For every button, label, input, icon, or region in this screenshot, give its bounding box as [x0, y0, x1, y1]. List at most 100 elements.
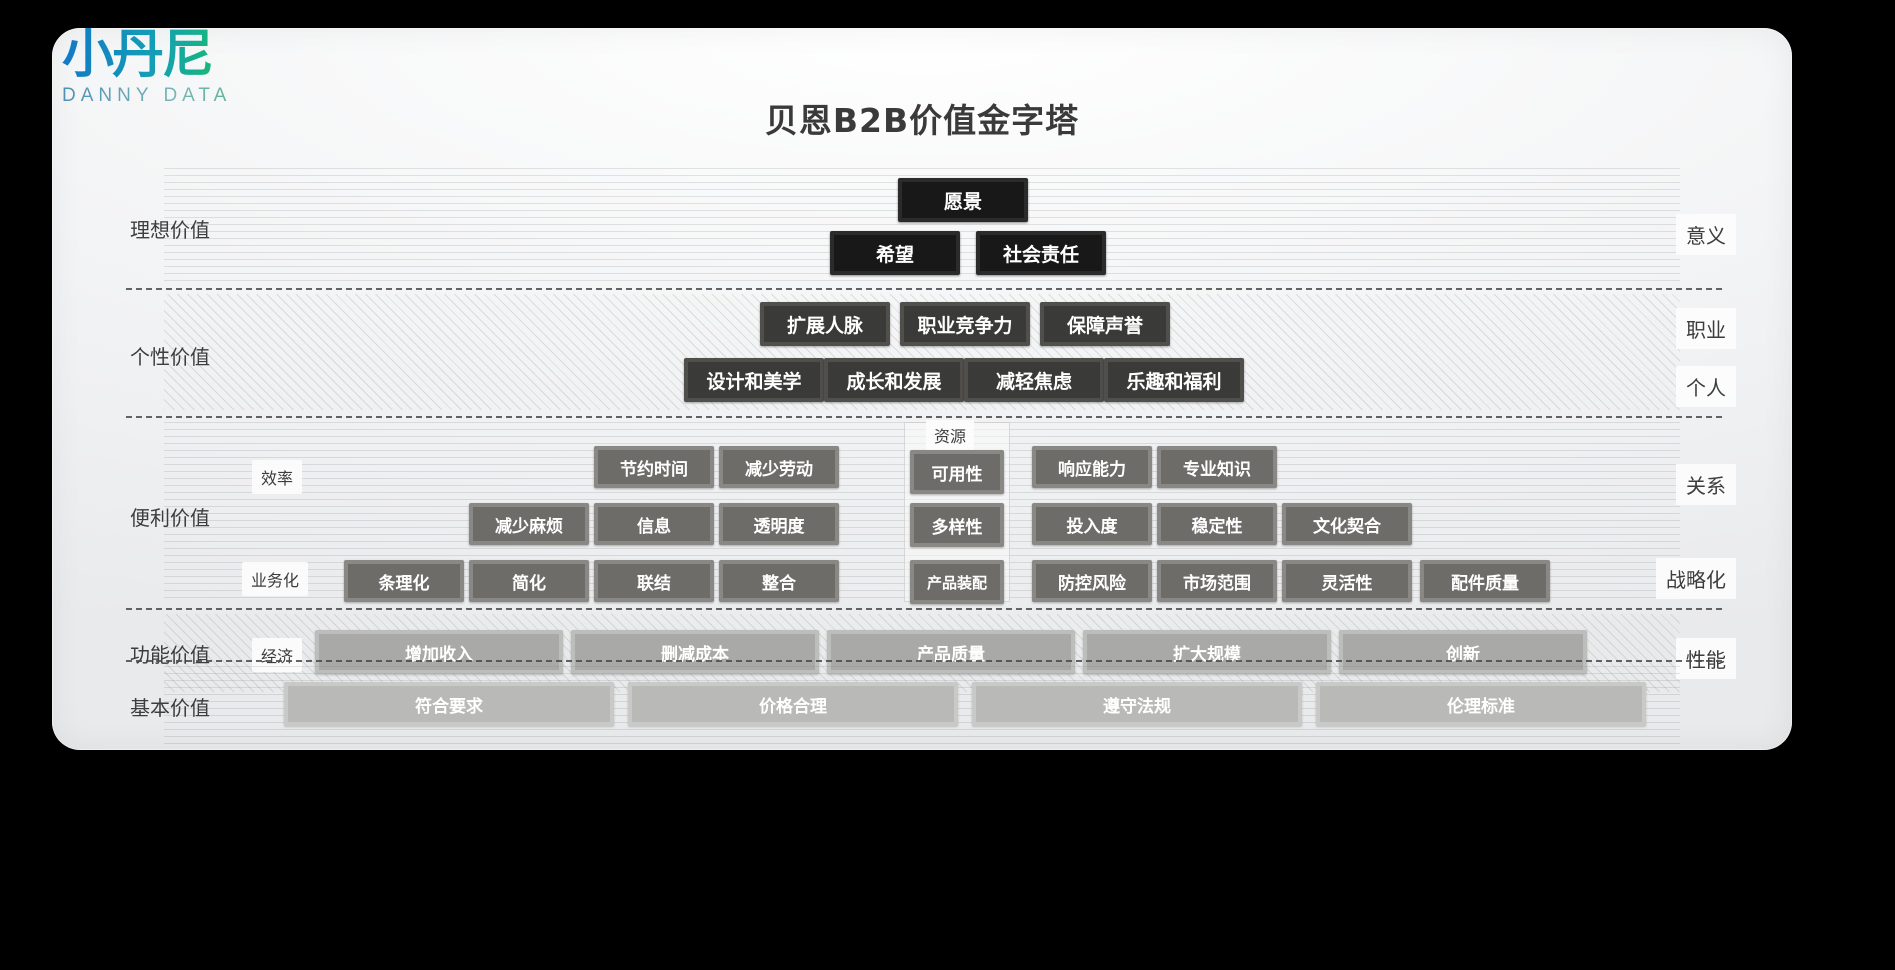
box-regulatory-compliance[interactable]: 遵守法规 — [972, 682, 1302, 726]
box-label: 文化契合 — [1313, 516, 1381, 537]
box-fun-benefits[interactable]: 乐趣和福利 — [1104, 358, 1244, 402]
box-label: 社会责任 — [1002, 243, 1079, 266]
tier-basic: 基本价值 符合要求 价格合理 遵守法规 伦理标准 — [52, 666, 1792, 746]
box-label: 专业知识 — [1183, 459, 1251, 480]
box-label: 稳定性 — [1191, 516, 1243, 537]
box-component-quality[interactable]: 配件质量 — [1420, 560, 1550, 602]
tier-basic-left-label: 基本价值 — [130, 696, 210, 720]
tier-functional-left-label: 功能价值 — [130, 643, 210, 667]
box-career-competitiveness[interactable]: 职业竞争力 — [900, 302, 1030, 346]
box-risk-control[interactable]: 防控风险 — [1032, 560, 1152, 602]
box-increase-revenue[interactable]: 增加收入 — [315, 630, 563, 674]
tier-ease-sublabel-operational: 业务化 — [242, 562, 309, 596]
box-market-reach[interactable]: 市场范围 — [1157, 560, 1277, 602]
box-label: 整合 — [762, 573, 796, 594]
box-label: 伦理标准 — [1447, 696, 1515, 717]
tier-ease-right-label-strategic: 战略化 — [1656, 558, 1736, 599]
box-stability[interactable]: 稳定性 — [1157, 503, 1277, 545]
box-label: 价格合理 — [759, 696, 827, 717]
box-label: 遵守法规 — [1103, 696, 1171, 717]
logo-wordmark: 小丹尼 — [62, 28, 292, 82]
box-expertise[interactable]: 专业知识 — [1157, 446, 1277, 488]
resources-column-label: 资源 — [926, 420, 975, 450]
logo-subtitle: DANNY DATA — [62, 84, 292, 108]
box-transparency[interactable]: 透明度 — [719, 503, 839, 545]
box-label: 愿景 — [943, 190, 982, 213]
box-vision[interactable]: 愿景 — [898, 178, 1028, 222]
divider-ideal-individual — [126, 288, 1722, 290]
box-reduce-hassle[interactable]: 减少麻烦 — [469, 503, 589, 545]
box-integration[interactable]: 整合 — [719, 560, 839, 602]
tier-individual-right-label-professional: 职业 — [1676, 308, 1736, 349]
box-cut-cost[interactable]: 删减成本 — [571, 630, 819, 674]
box-design-aesthetics[interactable]: 设计和美学 — [684, 358, 824, 402]
box-label: 投入度 — [1066, 516, 1118, 537]
box-meets-specifications[interactable]: 符合要求 — [284, 682, 614, 726]
box-label: 创新 — [1446, 644, 1480, 665]
box-label: 保障声誉 — [1066, 314, 1143, 337]
divider-ease-functional — [126, 608, 1722, 610]
box-commitment[interactable]: 投入度 — [1032, 503, 1152, 545]
box-cultural-fit[interactable]: 文化契合 — [1282, 503, 1412, 545]
box-label: 乐趣和福利 — [1126, 370, 1222, 393]
tier-ideal-left-label: 理想价值 — [130, 218, 210, 242]
box-growth-development[interactable]: 成长和发展 — [824, 358, 964, 402]
box-label: 响应能力 — [1058, 459, 1126, 480]
box-organization[interactable]: 条理化 — [344, 560, 464, 602]
box-connection[interactable]: 联结 — [594, 560, 714, 602]
tier-ease-left-label: 便利价值 — [130, 506, 210, 530]
box-responsiveness[interactable]: 响应能力 — [1032, 446, 1152, 488]
box-acceptable-price[interactable]: 价格合理 — [628, 682, 958, 726]
tier-functional: 功能价值 经济 性能 增加收入 删减成本 产品质量 扩大规模 创新 — [52, 614, 1792, 692]
box-label: 职业竞争力 — [917, 314, 1013, 337]
box-label: 产品质量 — [917, 644, 985, 665]
tier-ease-sublabel-efficiency: 效率 — [252, 460, 303, 494]
box-simplification[interactable]: 简化 — [469, 560, 589, 602]
box-product-assembly[interactable]: 产品装配 — [910, 560, 1004, 604]
box-hope[interactable]: 希望 — [830, 231, 960, 275]
box-label: 多样性 — [931, 517, 983, 538]
brand-logo: 小丹尼 DANNY DATA — [62, 28, 292, 112]
divider-individual-ease — [126, 416, 1722, 418]
box-label: 防控风险 — [1058, 573, 1126, 594]
box-social-responsibility[interactable]: 社会责任 — [976, 231, 1106, 275]
box-label: 符合要求 — [415, 696, 483, 717]
tier-ideal: 理想价值 意义 愿景 希望 社会责任 — [52, 168, 1792, 283]
tier-ideal-right-label-meaning: 意义 — [1676, 214, 1736, 255]
box-label: 透明度 — [753, 516, 805, 537]
box-label: 产品装配 — [926, 573, 987, 592]
tier-functional-sublabel-economic: 经济 — [252, 638, 303, 672]
box-flexibility[interactable]: 灵活性 — [1282, 560, 1412, 602]
value-pyramid-diagram: 理想价值 意义 愿景 希望 社会责任 个性价值 职业 个人 — [52, 168, 1792, 746]
box-reputation-assurance[interactable]: 保障声誉 — [1040, 302, 1170, 346]
box-scale-up[interactable]: 扩大规模 — [1083, 630, 1331, 674]
box-ethical-standards[interactable]: 伦理标准 — [1316, 682, 1646, 726]
box-save-time[interactable]: 节约时间 — [594, 446, 714, 488]
box-label: 减少劳动 — [745, 459, 813, 480]
box-label: 希望 — [875, 243, 914, 266]
box-reduce-labor[interactable]: 减少劳动 — [719, 446, 839, 488]
divider-functional-basic — [126, 660, 1722, 662]
box-product-quality[interactable]: 产品质量 — [827, 630, 1075, 674]
box-innovation[interactable]: 创新 — [1339, 630, 1587, 674]
box-label: 条理化 — [378, 573, 430, 594]
box-label: 可用性 — [931, 464, 983, 485]
box-label: 配件质量 — [1451, 573, 1519, 594]
box-label: 信息 — [637, 516, 671, 537]
box-expand-network[interactable]: 扩展人脉 — [760, 302, 890, 346]
page-title: 贝恩B2B价值金字塔 — [764, 101, 1080, 140]
box-information[interactable]: 信息 — [594, 503, 714, 545]
box-label: 扩大规模 — [1173, 644, 1241, 665]
box-label: 扩展人脉 — [786, 314, 863, 337]
box-variety[interactable]: 多样性 — [910, 503, 1004, 547]
box-label: 市场范围 — [1183, 573, 1251, 594]
box-label: 灵活性 — [1321, 573, 1373, 594]
box-label: 成长和发展 — [846, 370, 942, 393]
box-label: 联结 — [637, 573, 671, 594]
box-reduce-anxiety[interactable]: 减轻焦虑 — [964, 358, 1104, 402]
tier-ease: 便利价值 效率 业务化 关系 战略化 资源 节约时间 减少劳动 可用性 — [52, 420, 1792, 604]
box-availability[interactable]: 可用性 — [910, 450, 1004, 494]
box-label: 增加收入 — [405, 644, 473, 665]
box-label: 减少麻烦 — [495, 516, 563, 537]
